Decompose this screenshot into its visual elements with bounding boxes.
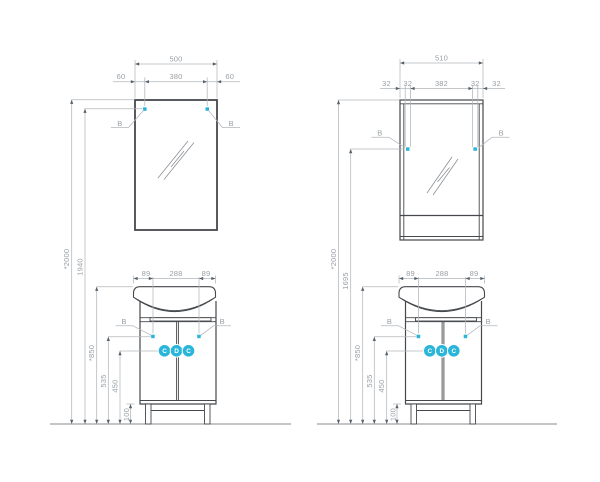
dim-height-basin: *850 [353,345,362,361]
dim-height-outlet: 450 [377,379,386,392]
mirror-cabinet-frame [399,99,484,241]
mount-label-b: B [486,317,491,326]
mount-label-b: B [499,129,504,138]
dim-cabinet-span: 382 [435,79,448,88]
washbasin [132,286,217,313]
washbasin [398,286,486,313]
b-label-leaders [371,136,510,336]
mount-label-b: B [117,119,122,128]
cabinet-body [139,301,217,405]
cabinet-body [404,301,483,405]
dim-height-plinth: 100 [122,408,131,421]
mount-point-icon [151,334,155,339]
left-dimension-arrows [70,62,222,424]
mount-point-icon [143,107,147,111]
right-markers: C D C [406,147,477,358]
basin-rim [401,298,483,312]
dim-vanity-right-offset: 89 [470,269,479,278]
dim-height-overall: *2000 [329,249,338,270]
left-leg [145,403,152,425]
b-label-leaders [111,110,240,336]
dim-mirror-span: 380 [169,72,182,81]
mount-point-icon [205,107,209,111]
left-dimension-labels: 500 60 380 60 89 288 89 *2000 1940 *850 … [62,54,234,421]
outlet-marker-icon [447,344,461,358]
dim-vanity-span: 288 [169,269,182,278]
dim-mirror-right-offset: 60 [225,72,234,81]
basin-outline [398,286,486,313]
right-dimension-lines [338,59,510,424]
basin-rim [135,298,214,312]
dim-tick-1: 32 [382,79,391,88]
dim-vanity-span: 288 [435,269,448,278]
mirror [134,99,218,231]
dim-cabinet-width: 510 [435,53,448,62]
outlet-letter: D [174,348,179,355]
mount-point-icon [406,147,410,151]
mount-point-icon [197,334,201,339]
door-gap [441,321,445,401]
right-leg [469,403,476,425]
mirror-cabinet-inner [400,103,483,240]
mount-label-b: B [121,317,126,326]
mount-label-b: B [387,317,392,326]
glass-hatch-icon [157,140,195,180]
right-dimension-arrows [336,61,488,424]
mount-label-b: B [229,119,234,128]
dim-tick-2: 32 [403,79,412,88]
mount-point-icon [463,334,468,339]
dim-height-cabinet-mount: 535 [99,374,108,387]
outlet-letter: C [162,348,167,355]
mirror-cabinet [399,99,484,241]
mount-point-icon [473,147,477,151]
dim-tick-4: 32 [492,79,501,88]
glass-hatch-icon [426,156,459,196]
left-markers: C D C [143,107,209,358]
dim-height-outlet: 450 [111,379,120,392]
dim-vanity-right-offset: 89 [202,269,211,278]
outlet-marker-icon [181,344,196,358]
mirror-frame [134,99,218,231]
outlet-letter: C [427,348,432,355]
mount-point-icon [416,334,421,339]
basin-outline [132,286,217,313]
right-dimension-labels: 510 32 32 382 32 32 89 288 89 *2000 1695… [329,53,504,421]
vanity-cabinet [139,301,217,425]
dim-height-overall: *2000 [62,249,71,270]
vanity-cabinet [404,301,483,425]
rail-panel [149,317,212,322]
right-leg [204,403,211,425]
door-gap [176,321,179,401]
dim-height-cabinet-mount: 535 [365,374,374,387]
dim-height-plinth: 100 [388,408,397,421]
outlet-letter: C [186,348,191,355]
dim-tick-3: 32 [471,79,480,88]
left-leg [410,403,417,425]
dim-height-basin: *850 [87,345,96,361]
left-elevation: 500 60 380 60 89 288 89 *2000 1940 *850 … [50,54,291,425]
outlet-letter: D [439,348,444,355]
dim-height-mirror-mount: 1695 [341,272,350,290]
dim-height-mirror-mount: 1940 [76,258,85,276]
rail-panel [415,317,477,322]
outlet-letter: C [451,348,456,355]
mount-label-b: B [377,129,382,138]
dim-vanity-left-offset: 89 [406,269,415,278]
left-dimension-lines [71,60,240,424]
mount-label-b: B [220,317,225,326]
dim-mirror-width: 500 [169,54,182,63]
dim-vanity-left-offset: 89 [142,269,151,278]
right-elevation: 510 32 32 382 32 32 89 288 89 *2000 1695… [317,53,557,425]
dim-mirror-left-offset: 60 [117,72,126,81]
